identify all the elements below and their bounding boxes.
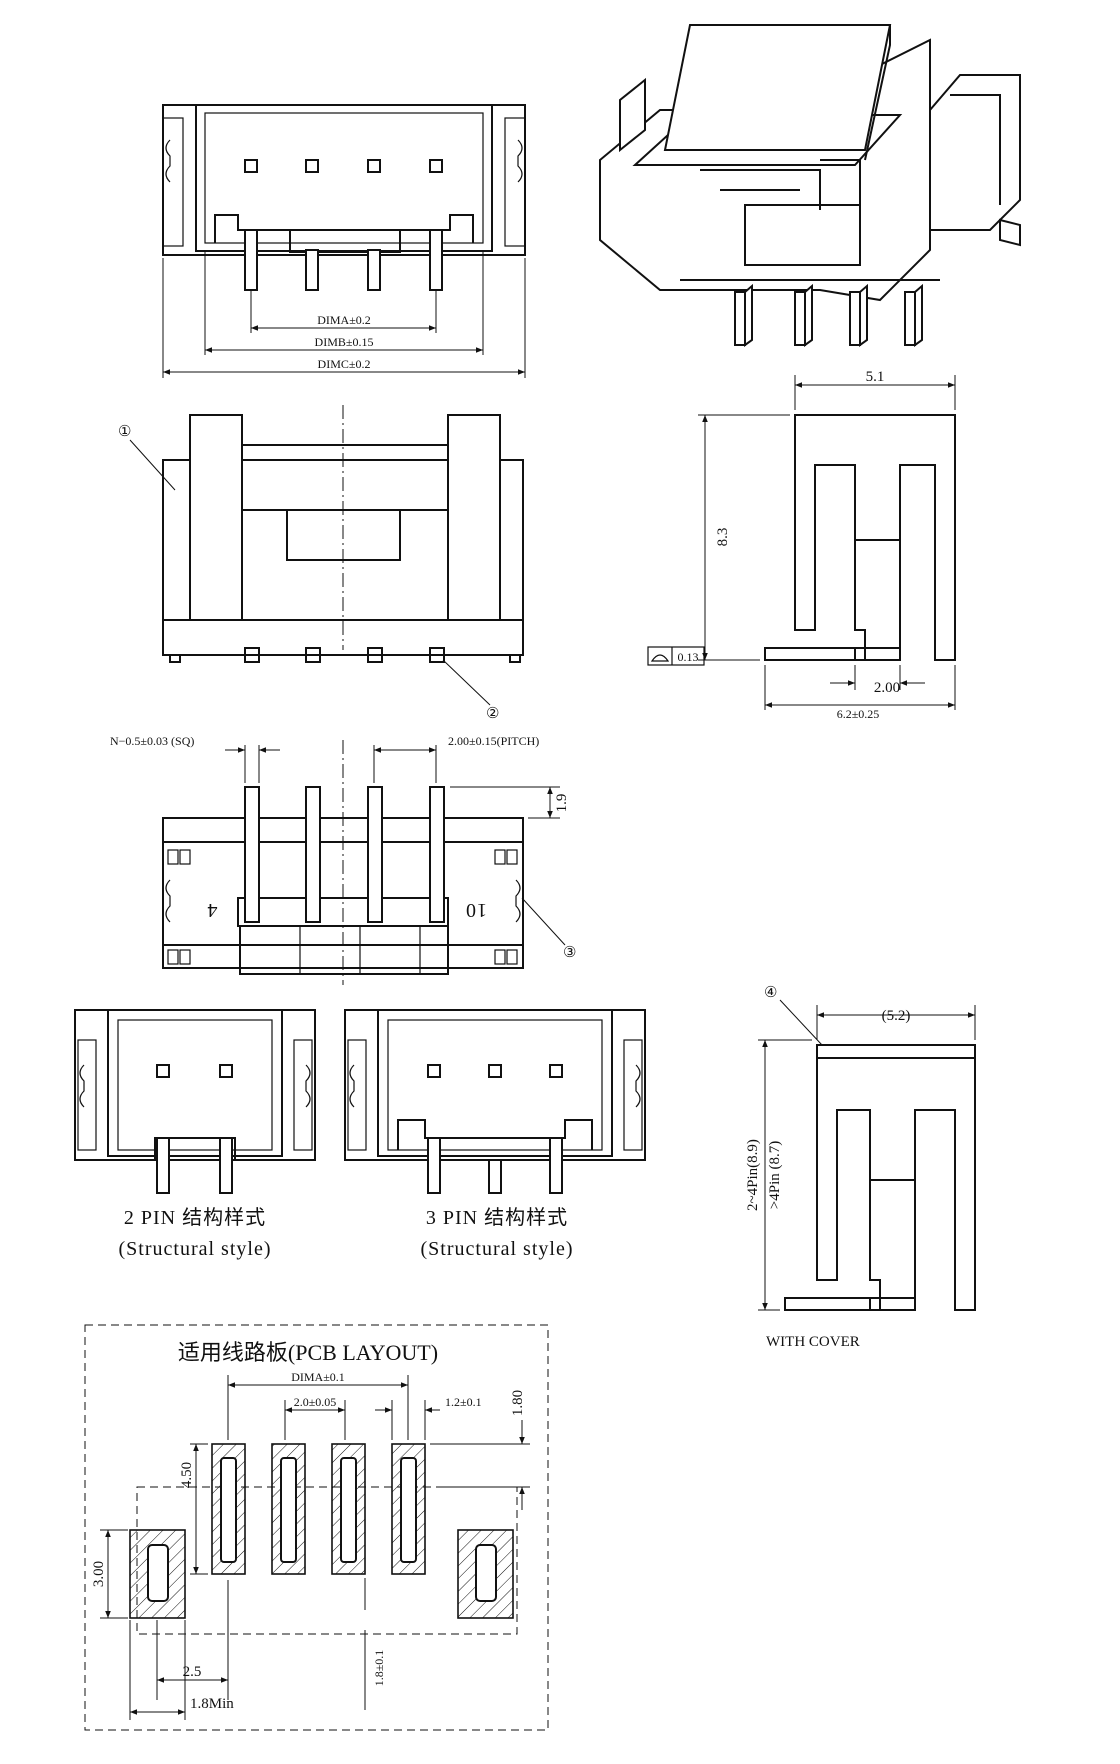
pcb-pitch-label: 2.0±0.05 (294, 1395, 337, 1409)
three-pin-sublabel: (Structural style) (421, 1238, 574, 1260)
callout-1: ① (118, 424, 131, 440)
front-dim-a-label: DIMA±0.2 (317, 313, 371, 327)
cover-view: (5.2) 2~4Pin(8.9) >4Pin (8.7) ④ WITH COV… (745, 985, 976, 1350)
pcb-layout-title: 适用线路板(PCB LAYOUT) (178, 1340, 438, 1365)
two-pin-sublabel: (Structural style) (119, 1238, 272, 1260)
side-view: 5.1 8.3 0.13 2.00 6.2±0.25 (647, 369, 956, 721)
cover-caption: WITH COVER (766, 1334, 860, 1350)
callout-3: ③ (563, 945, 576, 961)
front-dim-c-label: DIMC±0.2 (318, 357, 371, 371)
section-view: ① ② (118, 405, 524, 722)
pcb-pad-width-label: 1.2±0.1 (445, 1395, 482, 1409)
side-height-label: 8.3 (715, 528, 731, 547)
pcb-mount-spacing-label: 1.8±0.1 (372, 1650, 386, 1687)
section-contacts (244, 647, 445, 663)
flatness-value: 0.13 (678, 650, 699, 664)
pcb-mount-min-label: 1.8Min (190, 1696, 234, 1712)
isometric-pins (734, 283, 923, 347)
front-view: DIMA±0.2 DIMB±0.15 DIMC±0.2 (162, 104, 526, 378)
three-pin-variant: 3 PIN 结构样式 (Structural style) (344, 1009, 646, 1260)
isometric-view (599, 24, 1021, 347)
front-contact-windows (244, 159, 443, 173)
callout-4: ④ (764, 985, 777, 1001)
pin-mark-right: 10 (465, 899, 487, 921)
pcb-mount-offset-label: 2.5 (183, 1664, 202, 1680)
side-pin-offset-label: 2.00 (874, 680, 900, 696)
pcb-layout: 适用线路板(PCB LAYOUT) (84, 1324, 549, 1731)
flatness-symbol (647, 646, 705, 666)
side-width-label: 5.1 (866, 369, 885, 385)
pin-length-label: 1.9 (554, 794, 570, 813)
pin-size-label: N−0.5±0.03 (SQ) (110, 734, 194, 748)
two-pin-variant: 2 PIN 结构样式 (Structural style) (74, 1009, 316, 1260)
bottom-view: N−0.5±0.03 (SQ) 2.00±0.15(PITCH) 1.9 4 1… (110, 734, 576, 985)
pin-mark-left: 4 (207, 899, 218, 921)
pcb-dim-a-label: DIMA±0.1 (291, 1370, 345, 1384)
side-depth-label: 6.2±0.25 (837, 707, 880, 721)
front-pins (244, 229, 443, 291)
three-pin-label: 3 PIN 结构样式 (426, 1206, 568, 1229)
cover-height-label-b: >4Pin (8.7) (767, 1141, 783, 1209)
pcb-mount-pads (129, 1529, 514, 1619)
bottom-pins (244, 786, 445, 923)
pcb-pad-gap-label: 1.80 (510, 1390, 526, 1416)
cover-height-label-a: 2~4Pin(8.9) (745, 1139, 761, 1211)
cover-width-label: (5.2) (882, 1008, 911, 1024)
pcb-pad-length-label: 4.50 (179, 1462, 195, 1488)
pcb-signal-pads (211, 1443, 426, 1575)
pcb-mount-height-label: 3.00 (91, 1561, 107, 1587)
callout-2: ② (486, 706, 499, 722)
two-pin-label: 2 PIN 结构样式 (124, 1206, 266, 1229)
front-dim-b-label: DIMB±0.15 (315, 335, 374, 349)
pitch-label: 2.00±0.15(PITCH) (448, 734, 539, 748)
